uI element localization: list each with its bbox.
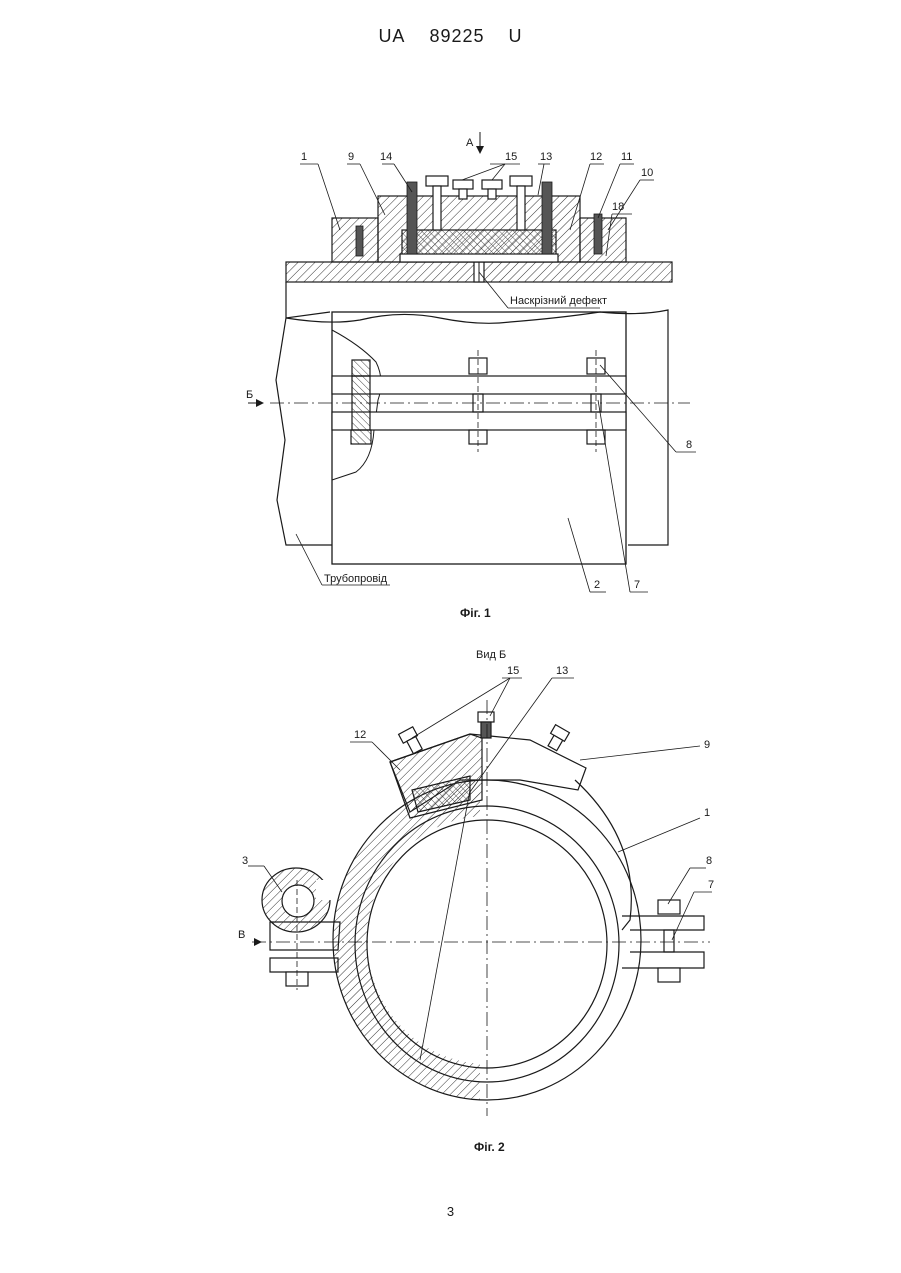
housing-left-1 bbox=[332, 218, 378, 262]
fig2-label-13: 13 bbox=[556, 665, 568, 677]
fig1-label-13: 13 bbox=[540, 151, 552, 163]
clip-3-gap bbox=[316, 880, 334, 900]
fig1-label-a: А bbox=[466, 137, 474, 149]
fig2-label-v: В bbox=[238, 929, 245, 941]
screw-11 bbox=[594, 214, 602, 254]
figure-1 bbox=[248, 132, 696, 592]
arrow-v bbox=[254, 938, 262, 946]
flange-upper bbox=[332, 376, 626, 394]
fig2-label-1: 1 bbox=[704, 807, 710, 819]
bolt-left bbox=[351, 360, 371, 444]
fig2-view-title: Вид Б bbox=[476, 649, 506, 661]
fig1-defect-label: Наскрізний дефект bbox=[510, 295, 607, 307]
shell-1 bbox=[575, 780, 631, 930]
screw-14 bbox=[407, 182, 417, 254]
housing-right-1 bbox=[580, 218, 626, 262]
fig1-label-1: 1 bbox=[301, 151, 307, 163]
fig1-label-14: 14 bbox=[380, 151, 392, 163]
fig1-label-2: 2 bbox=[594, 579, 600, 591]
flange-lower bbox=[332, 412, 626, 430]
screw-left-small bbox=[356, 226, 363, 256]
fig2-label-7: 7 bbox=[708, 879, 714, 891]
clamp-half-2 bbox=[332, 312, 626, 564]
fig2-label-8: 8 bbox=[706, 855, 712, 867]
fig1-label-9: 9 bbox=[348, 151, 354, 163]
fig2-caption: Фіг. 2 bbox=[474, 1140, 505, 1154]
fig1-label-12: 12 bbox=[590, 151, 602, 163]
fig1-pipe-label: Трубопровід bbox=[324, 573, 388, 585]
fig1-label-11: 11 bbox=[621, 151, 632, 163]
screw-13 bbox=[542, 182, 552, 254]
seal-insert-12 bbox=[402, 230, 556, 256]
fig1-label-b: Б bbox=[246, 389, 253, 401]
page-number: 3 bbox=[0, 1204, 901, 1219]
fig2-label-12: 12 bbox=[354, 729, 366, 741]
seal-base bbox=[400, 254, 558, 262]
fig1-label-18: 18 bbox=[612, 201, 624, 213]
fig1-label-8: 8 bbox=[686, 439, 692, 451]
bolt-right bbox=[587, 350, 605, 452]
fig1-label-15: 15 bbox=[505, 151, 517, 163]
lug-bolt-right-bottom bbox=[658, 968, 680, 982]
ring-hatch-left bbox=[320, 776, 480, 1106]
figure-2 bbox=[248, 678, 712, 1116]
fig2-label-3: 3 bbox=[242, 855, 248, 867]
fig2-label-9: 9 bbox=[704, 739, 710, 751]
fig1-label-10: 10 bbox=[641, 167, 653, 179]
bolt-middle bbox=[469, 350, 487, 452]
lug-bolt-right-pin bbox=[664, 930, 674, 952]
fig1-label-7: 7 bbox=[634, 579, 640, 591]
fig2-label-15: 15 bbox=[507, 665, 519, 677]
clip-3-inner bbox=[282, 885, 314, 917]
fig1-caption: Фіг. 1 bbox=[460, 606, 491, 620]
